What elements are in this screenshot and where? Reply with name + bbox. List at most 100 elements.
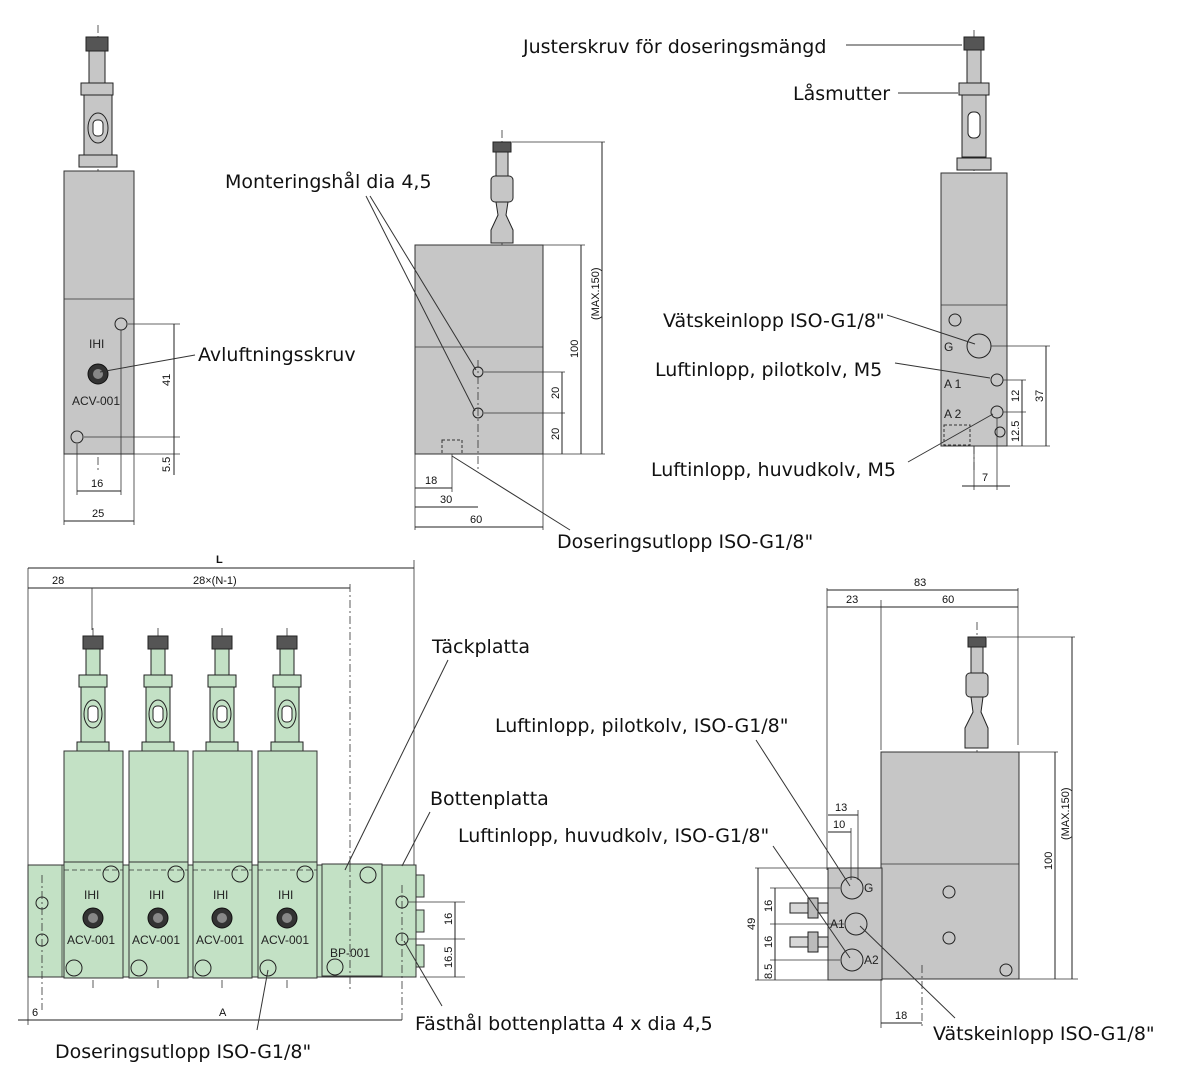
valve-shaft xyxy=(85,648,101,676)
dim-12-5: 12.5 xyxy=(1010,421,1022,442)
side-body xyxy=(414,244,544,455)
cover-model-label: BP-001 xyxy=(330,946,370,960)
base-air-pilot-callout: Luftinlopp, pilotkolv, ISO-G1/8" xyxy=(495,715,789,737)
valve-adjust-cap xyxy=(276,635,298,650)
base-air-main-leader xyxy=(772,845,851,959)
valve-screw-top xyxy=(296,865,314,883)
valve-vent-screw-center xyxy=(217,913,227,923)
base-fluid-inlet-leader xyxy=(859,925,956,1019)
valve-screw-bottom xyxy=(65,959,83,977)
manifold-dosing-outlet-leader xyxy=(256,969,269,1031)
cover-plate-callout: Täckplatta xyxy=(431,636,530,658)
valve-sight-window xyxy=(212,699,232,729)
valve-screw-top xyxy=(231,865,249,883)
valve-sight-slot xyxy=(216,705,228,723)
mount-holes-leader-1 xyxy=(369,195,477,371)
dim-18: 18 xyxy=(425,475,437,487)
base-air-pilot-leader xyxy=(755,739,851,887)
base-port-g-label: G xyxy=(864,881,873,895)
dim-7: 7 xyxy=(982,472,988,484)
dim-A: A xyxy=(219,1007,227,1019)
valve-sight-window xyxy=(148,699,168,729)
valve-screw-bottom xyxy=(259,959,277,977)
dim-13: 13 xyxy=(835,802,847,814)
dim-100: 100 xyxy=(569,340,581,358)
cover-screw-bottom xyxy=(326,958,344,976)
dim-8-5: 8.5 xyxy=(763,964,775,979)
vent-screw-callout: Avluftningsskruv xyxy=(198,344,356,366)
valve-screw-top xyxy=(167,865,185,883)
valve-adjust-cap xyxy=(211,635,233,650)
base-side-mount-hole-2 xyxy=(942,931,956,945)
adjust-screw-callout: Justerskruv för doseringsmängd xyxy=(522,36,826,58)
valve-upper-body xyxy=(128,750,189,866)
valve-screw-bottom xyxy=(130,959,148,977)
dim-L: L xyxy=(216,554,223,566)
lock-nut xyxy=(80,82,114,96)
cover-plate xyxy=(321,863,383,977)
back-adjust-cap xyxy=(963,36,985,51)
base-boss-2 xyxy=(415,909,425,933)
fluid-inlet-callout: Vätskeinlopp ISO-G1/8" xyxy=(663,310,885,332)
side-adjust-cap xyxy=(492,141,512,153)
back-lower-hole xyxy=(994,426,1006,438)
side-stem xyxy=(490,201,514,244)
dim-16-a1-a2: 16 xyxy=(763,936,775,948)
dim-18-base: 18 xyxy=(895,1010,907,1022)
base-side-stem xyxy=(964,696,989,749)
dim-30: 30 xyxy=(440,494,452,506)
valve-screw-bottom xyxy=(194,959,212,977)
base-side-shaft xyxy=(970,646,984,674)
valve-shaft xyxy=(150,648,166,676)
valve-adjust-cap xyxy=(82,635,104,650)
side-view: Monteringshål dia 4,5 (MAX.150) 100 20 2… xyxy=(225,130,813,553)
dim-25: 25 xyxy=(92,508,104,520)
base-port-g xyxy=(840,876,864,900)
side-outlet-port xyxy=(441,439,463,455)
base-side-mount-hole-3 xyxy=(999,963,1013,977)
fluid-inlet-leader xyxy=(886,314,976,345)
dim-max150: (MAX.150) xyxy=(590,267,602,320)
valve-vent-screw-center xyxy=(153,913,163,923)
valve-shaft xyxy=(279,648,295,676)
dim-16-5-base: 16.5 xyxy=(443,947,455,968)
dim-41: 41 xyxy=(161,374,173,386)
valve-vent-screw-center xyxy=(88,913,98,923)
valve-screw-top xyxy=(102,865,120,883)
dim-6: 6 xyxy=(32,1007,38,1019)
base-side-mount-hole-1 xyxy=(942,885,956,899)
valve-sight-window xyxy=(83,699,103,729)
main-fitting-nut xyxy=(807,931,819,953)
mount-holes-callout: Monteringshål dia 4,5 xyxy=(225,170,432,193)
manifold-view: L 28 28×(N-1) IHIACV-001IHIACV-001IHIACV… xyxy=(18,554,713,1063)
side-shaft xyxy=(495,151,509,177)
dim-83: 83 xyxy=(914,577,926,589)
valve-lock-nut xyxy=(78,674,108,688)
back-body xyxy=(940,172,1008,447)
front-model-label: ACV-001 xyxy=(72,394,120,408)
port-a1-label: A 1 xyxy=(944,377,962,391)
back-outlet-port xyxy=(943,424,971,446)
back-bottom-nut xyxy=(956,157,992,171)
valve-model-label: ACV-001 xyxy=(132,933,180,947)
valve-model-label: ACV-001 xyxy=(67,933,115,947)
manifold-dosing-outlet-callout: Doseringsutlopp ISO-G1/8" xyxy=(55,1041,311,1063)
base-side-view: 83 23 60 G A1 A2 13 10 xyxy=(458,577,1155,1045)
base-fluid-inlet-callout: Vätskeinlopp ISO-G1/8" xyxy=(933,1023,1155,1045)
air-main-leader xyxy=(907,413,994,463)
adjust-screw-cap xyxy=(85,36,109,52)
side-nut xyxy=(490,175,514,203)
dim-10: 10 xyxy=(833,819,845,831)
adjust-screw-shaft xyxy=(88,50,106,84)
dim-5-5: 5.5 xyxy=(161,457,173,472)
valve-brand-label: IHI xyxy=(278,888,293,902)
base-boss-1 xyxy=(415,874,425,898)
valve-brand-label: IHI xyxy=(213,888,228,902)
valve-adjust-cap xyxy=(147,635,169,650)
back-mount-hole xyxy=(948,313,962,327)
valve-lock-nut xyxy=(207,674,237,688)
base-port-a1 xyxy=(844,912,868,936)
dim-100-base: 100 xyxy=(1043,852,1055,870)
valve-upper-body xyxy=(192,750,253,866)
dim-20-upper: 20 xyxy=(550,387,562,399)
